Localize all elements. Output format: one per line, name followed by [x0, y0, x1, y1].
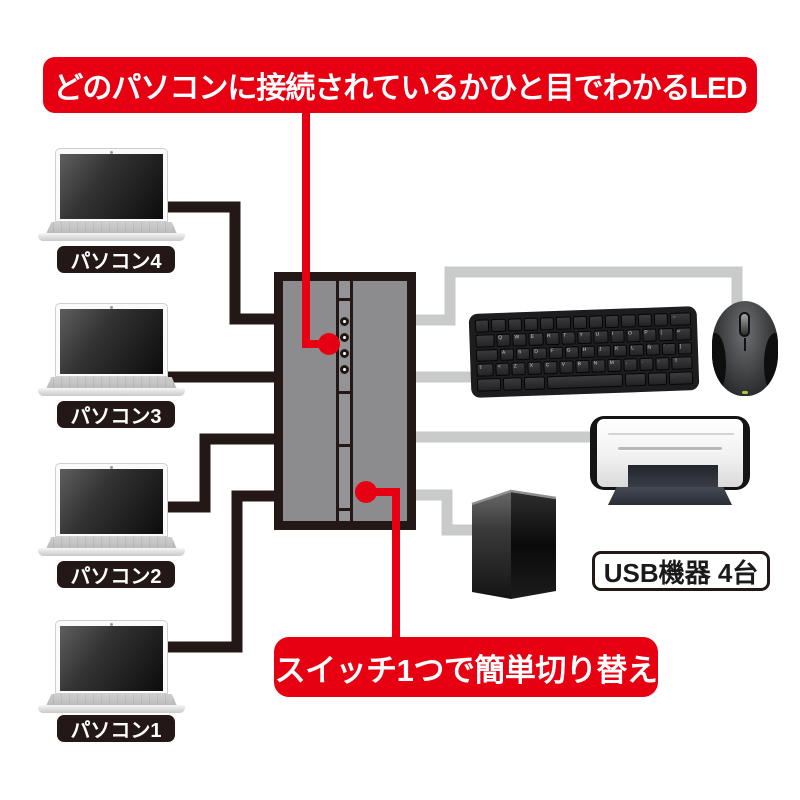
- drive-top-bevel: [471, 489, 557, 506]
- laptop-base: [38, 233, 185, 241]
- laptop-screen: [60, 154, 163, 219]
- drive-front-face: [472, 491, 511, 599]
- drive-side-face: [511, 491, 556, 599]
- mouse-led: [742, 391, 748, 394]
- laptop-screen: [60, 626, 163, 691]
- switch-feature-banner: スイッチ1つで簡単切り替え: [274, 637, 658, 697]
- laptop-base: [38, 705, 185, 713]
- laptop-lid: [55, 463, 168, 537]
- switch-callout-line: [366, 488, 400, 640]
- laptop-keyboard-deck: [46, 537, 177, 549]
- laptop-icon-pc4: [38, 146, 186, 242]
- laptop-lid: [55, 148, 168, 222]
- laptop-base: [38, 548, 185, 556]
- switch-front-panel: [336, 281, 353, 521]
- laptop-keyboard-deck: [46, 377, 177, 389]
- printer-output-opening: [628, 465, 718, 489]
- pc1-label: パソコン1: [57, 715, 175, 742]
- led-indicator: [340, 349, 349, 358]
- cable-pc1: [160, 490, 292, 653]
- scroll-wheel-stem: [744, 338, 746, 351]
- laptop-base: [38, 388, 185, 396]
- webcam-dot: [110, 466, 113, 469]
- panel-divider: [336, 444, 353, 447]
- printer-output-tray: [608, 487, 732, 505]
- webcam-dot: [110, 306, 113, 309]
- laptop-lid: [55, 303, 168, 377]
- webcam-dot: [110, 151, 113, 154]
- led-feature-banner: どのパソコンに接続されているかひと目でわかるLED: [43, 57, 757, 113]
- printer-icon: [590, 416, 750, 508]
- mouse-grip: [764, 333, 778, 395]
- led-indicator: [340, 317, 349, 326]
- laptop-icon-pc2: [38, 461, 186, 557]
- usb-switch-device: [274, 272, 416, 530]
- external-drive-icon: [471, 489, 557, 599]
- laptop-icon-pc1: [38, 618, 186, 714]
- cable-pc4: [160, 201, 292, 325]
- laptop-icon-pc3: [38, 301, 186, 397]
- laptop-lid: [55, 620, 168, 694]
- mouse-body: [712, 301, 778, 396]
- led-callout-line: [302, 110, 326, 348]
- printer-slot: [618, 447, 722, 450]
- panel-divider: [336, 508, 353, 511]
- laptop-screen: [60, 469, 163, 534]
- switch-callout-dot: [355, 481, 377, 503]
- webcam-dot: [110, 623, 113, 626]
- cable-external-drive: [400, 489, 485, 536]
- usb-devices-caption: USB機器 4台: [592, 551, 770, 591]
- led-callout-dot: [318, 333, 340, 355]
- printer-lid-line: [608, 433, 734, 435]
- pc4-label: パソコン4: [57, 246, 175, 273]
- led-indicator: [340, 365, 349, 374]
- cable-mouse: [400, 266, 743, 326]
- pc2-label: パソコン2: [57, 561, 175, 588]
- cable-pc2: [160, 433, 292, 513]
- mouse-grip: [712, 333, 726, 395]
- laptop-keyboard-deck: [46, 222, 177, 234]
- mouse-icon: [712, 301, 778, 396]
- led-indicator: [340, 333, 349, 342]
- panel-divider: [336, 298, 353, 301]
- scroll-wheel: [739, 312, 750, 337]
- panel-divider: [336, 391, 353, 394]
- pc3-label: パソコン3: [57, 401, 175, 428]
- laptop-screen: [60, 309, 163, 374]
- laptop-keyboard-deck: [46, 694, 177, 706]
